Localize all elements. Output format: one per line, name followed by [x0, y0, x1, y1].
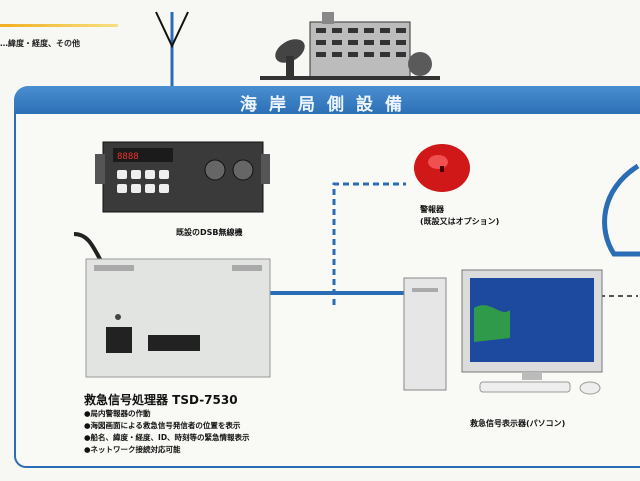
- alarm-bell-icon: [414, 144, 470, 192]
- pc-display-icon: [403, 269, 603, 395]
- top-caption: …緯度・経度、その他: [0, 39, 80, 48]
- feature-item: ●局内警報器の作動: [84, 409, 151, 418]
- tsd-7530-processor-icon: [85, 258, 271, 378]
- feature-item: ●船名、緯度・経度、ID、時刻等の緊急情報表示: [84, 433, 250, 442]
- display-caption: 救急信号表示器(パソコン): [470, 419, 566, 428]
- processor-title: 救急信号処理器 TSD-7530: [84, 393, 238, 407]
- feature-list: ●局内警報器の作動 ●海図画面による救急信号発信者の位置を表示 ●船名、緯度・経…: [84, 408, 384, 456]
- top-stripe: [0, 24, 118, 27]
- dashed-link-right: [600, 295, 638, 297]
- link-arc: [602, 163, 640, 257]
- svg-text:8888: 8888: [117, 152, 139, 162]
- banner-title: 海岸局側設備: [240, 95, 414, 115]
- dashed-link-to-alarm: [332, 182, 406, 305]
- feature-item: ●ネットワーク接続対応可能: [84, 445, 181, 454]
- dsb-radio-icon: 8888: [95, 141, 270, 213]
- dsb-radio-caption: 既設のDSB無線機: [176, 228, 243, 237]
- coast-station-building-icon: [260, 12, 440, 80]
- alarm-caption: 警報器: [420, 205, 444, 214]
- section-banner: 海岸局側設備: [14, 86, 640, 116]
- link-processor-to-display: [268, 291, 418, 295]
- feature-item: ●海図画面による救急信号発信者の位置を表示: [84, 421, 241, 430]
- alarm-note: (既設又はオプション): [420, 217, 500, 226]
